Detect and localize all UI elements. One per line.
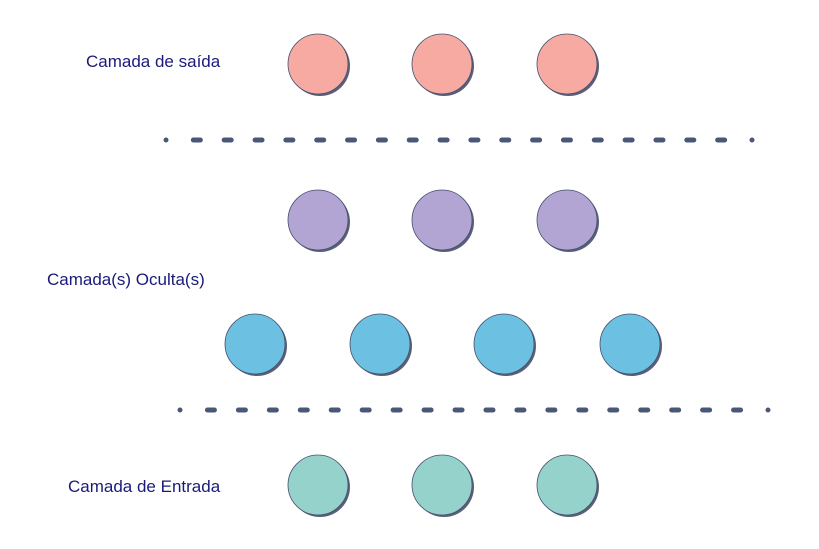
separator-dash <box>204 407 217 413</box>
separator-dash <box>622 137 635 143</box>
separator-dash <box>359 407 372 413</box>
separator-dash <box>390 407 403 413</box>
separator-dash <box>499 137 512 143</box>
separator-dash <box>345 137 358 143</box>
input-node <box>287 454 349 516</box>
hidden-1-node <box>411 189 473 251</box>
hidden-2-node <box>599 313 661 375</box>
separator-dash <box>514 407 527 413</box>
input-node <box>536 454 598 516</box>
separator-dash <box>177 407 183 413</box>
separator-dash <box>283 137 296 143</box>
separator-dash <box>468 137 481 143</box>
separator-top <box>163 137 755 143</box>
separator-dash <box>545 407 558 413</box>
hidden-layer-1 <box>287 189 599 252</box>
hidden-layer-label: Camada(s) Oculta(s) <box>47 270 205 289</box>
separator-dash <box>591 137 604 143</box>
separator-dash <box>252 137 265 143</box>
output-layer-label: Camada de saída <box>86 52 221 71</box>
output-node <box>411 33 473 95</box>
separator-dash <box>452 407 465 413</box>
separator-dash <box>530 137 543 143</box>
separator-dash <box>235 407 248 413</box>
input-layer <box>287 454 599 517</box>
separator-dash <box>638 407 651 413</box>
separator-dash <box>684 137 697 143</box>
separator-dash <box>715 137 728 143</box>
separator-dash <box>314 137 327 143</box>
separator-dash <box>163 137 169 143</box>
hidden-1-node <box>536 189 598 251</box>
separator-dash <box>437 137 450 143</box>
separator-dash <box>669 407 682 413</box>
separator-dash <box>221 137 234 143</box>
input-layer-label: Camada de Entrada <box>68 477 221 496</box>
separator-dash <box>421 407 434 413</box>
separator-dash <box>190 137 203 143</box>
separator-dash <box>653 137 666 143</box>
output-node <box>287 33 349 95</box>
separator-dash <box>576 407 589 413</box>
separator-dash <box>375 137 388 143</box>
output-layer <box>287 33 599 96</box>
separator-dash <box>483 407 496 413</box>
separator-dash <box>749 137 755 143</box>
separator-dash <box>328 407 341 413</box>
separator-dash <box>731 407 744 413</box>
separator-dash <box>297 407 310 413</box>
hidden-1-node <box>287 189 349 251</box>
separator-dash <box>700 407 713 413</box>
input-node <box>411 454 473 516</box>
separator-dash <box>266 407 279 413</box>
separator-dash <box>560 137 573 143</box>
separator-dash <box>406 137 419 143</box>
output-node <box>536 33 598 95</box>
hidden-layer-2 <box>224 313 662 376</box>
hidden-2-node <box>349 313 411 375</box>
hidden-2-node <box>473 313 535 375</box>
hidden-2-node <box>224 313 286 375</box>
separator-bottom <box>177 407 771 413</box>
separator-dash <box>765 407 771 413</box>
separator-dash <box>607 407 620 413</box>
